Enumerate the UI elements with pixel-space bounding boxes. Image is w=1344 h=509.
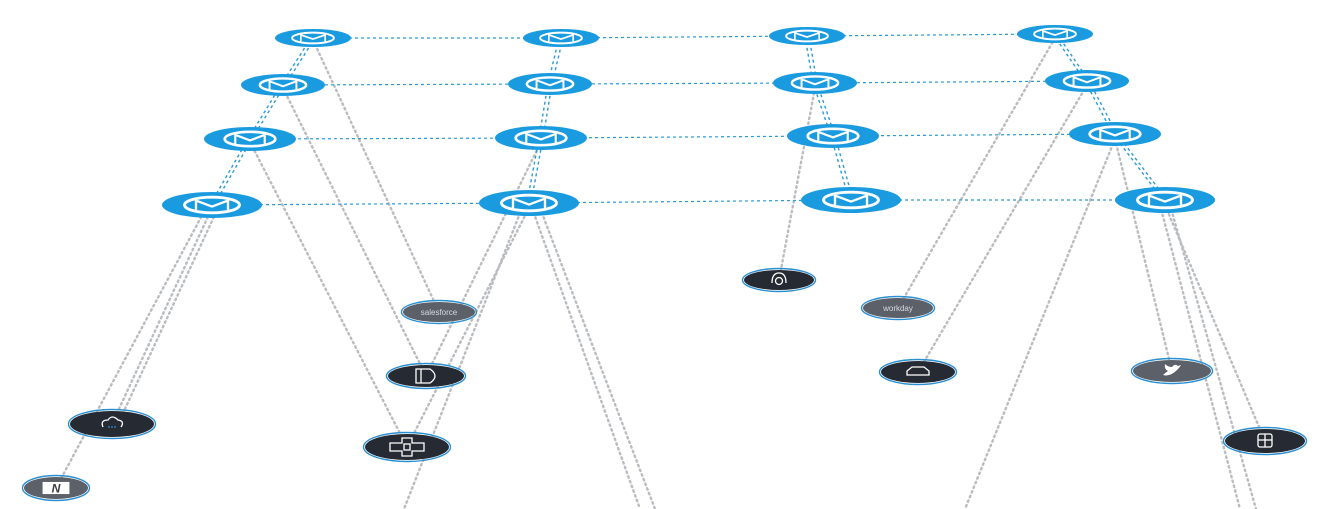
mule-mesh-connection-lines	[209, 33, 1168, 206]
mesh-link	[251, 84, 286, 140]
endpoint-link	[538, 206, 657, 509]
car-icon	[878, 358, 958, 386]
mesh-link	[549, 82, 816, 85]
endpoint-link	[1168, 203, 1258, 509]
mule-runtime-nodes	[162, 25, 1215, 218]
mulesoft-m-logo-icon	[275, 29, 351, 47]
endpoint-link	[1113, 137, 1174, 373]
mulesoft-m-logo-icon	[787, 124, 879, 148]
mulesoft-m-logo-icon	[523, 29, 599, 47]
mulesoft-m-logo-icon	[773, 72, 857, 94]
endpoint-link	[916, 83, 1089, 374]
endpoint-link	[405, 206, 531, 449]
endpoint-link	[530, 206, 642, 509]
svg-text:N: N	[52, 481, 61, 495]
workday-icon: workday	[860, 295, 936, 321]
mulesoft-m-logo-icon	[162, 192, 262, 218]
headset-icon	[741, 267, 817, 293]
mesh-link	[560, 35, 808, 39]
endpoint-link	[896, 36, 1057, 310]
mulesoft-m-logo-icon	[1017, 25, 1093, 43]
mulesoft-m-logo-icon	[204, 127, 296, 151]
mulesoft-m-logo-icon	[508, 73, 592, 95]
svg-text:workday: workday	[882, 304, 913, 313]
mulesoft-m-logo-icon	[1045, 70, 1129, 92]
cloud-icon	[67, 408, 157, 440]
mulesoft-m-logo-icon	[801, 187, 901, 213]
salesforce-cloud-icon: salesforce	[400, 299, 478, 325]
mulesoft-m-logo-icon	[769, 27, 845, 45]
mesh-link	[282, 83, 551, 86]
endpoint-link	[54, 206, 208, 490]
mulesoft-m-logo-icon	[495, 126, 587, 150]
svg-text:salesforce: salesforce	[421, 308, 458, 317]
endpoint-link	[1158, 203, 1242, 509]
netsuite-n-icon: N	[21, 474, 91, 502]
server-icon	[1222, 426, 1308, 456]
mesh-link	[247, 84, 282, 140]
endpoint-link	[248, 140, 409, 449]
endpoint-link	[402, 206, 524, 509]
endpoint-link	[963, 137, 1117, 509]
endpoint-link	[424, 140, 543, 378]
endpoint-link	[281, 86, 428, 378]
endpoint-link	[777, 86, 817, 282]
endpoint-link	[110, 206, 214, 426]
mesh-link	[806, 33, 1056, 37]
mulesoft-m-logo-icon	[1069, 122, 1161, 146]
endpoint-connection-lines	[54, 36, 1267, 509]
medical-cross-icon	[362, 431, 452, 463]
mulesoft-m-logo-icon	[1115, 187, 1215, 213]
twitter-bird-icon	[1130, 357, 1214, 385]
endpoint-link	[116, 206, 220, 426]
mesh-link	[540, 135, 834, 139]
mesh-link	[249, 137, 542, 140]
mulesoft-m-logo-icon	[479, 190, 579, 216]
mesh-link	[211, 202, 530, 206]
mesh-link	[832, 133, 1116, 137]
endpoint-link	[311, 38, 441, 314]
database-d-icon	[385, 362, 467, 390]
mulesoft-m-logo-icon	[241, 74, 325, 96]
